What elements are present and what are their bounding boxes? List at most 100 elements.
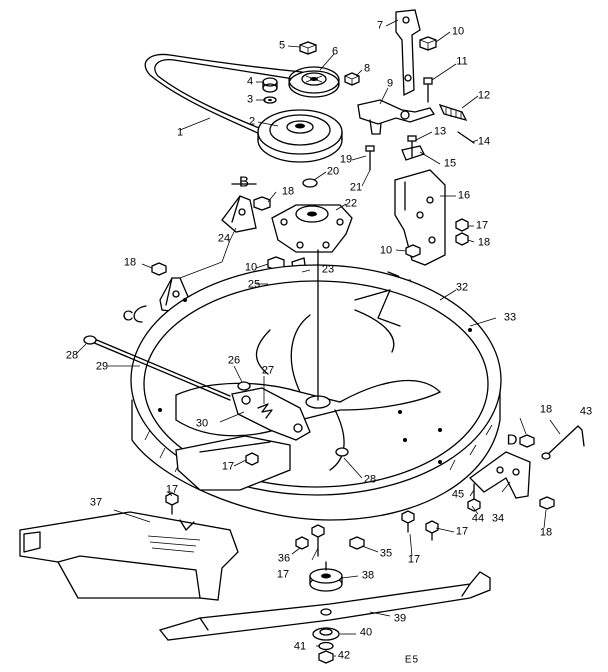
bolt — [165, 492, 179, 515]
part-label-37: 37 — [89, 496, 103, 509]
part-label-38: 38 — [361, 569, 375, 582]
part-label-42: 42 — [337, 649, 351, 662]
bolt — [365, 145, 375, 171]
part-label-18c: 18 — [123, 256, 137, 269]
leader-lines — [75, 19, 561, 657]
part-label-13: 13 — [433, 125, 447, 138]
hex-nut — [455, 232, 469, 246]
spacer-washer — [262, 77, 278, 104]
spindle-housing — [271, 204, 353, 253]
blade-adapter — [309, 561, 343, 592]
hex-nut — [245, 452, 259, 466]
part-label-19: 19 — [339, 153, 353, 166]
part-label-22: 22 — [344, 197, 358, 210]
pivot-bracket — [231, 387, 311, 441]
idler-arm — [357, 99, 436, 135]
washer — [302, 178, 318, 188]
hex-nut — [151, 262, 167, 276]
hex-nut — [539, 496, 555, 510]
drive-belt — [144, 53, 303, 136]
part-label-7: 7 — [376, 19, 384, 32]
part-label-35: 35 — [379, 547, 393, 560]
part-label-26: 26 — [227, 354, 241, 367]
part-label-36: 36 — [277, 552, 291, 565]
part-label-3: 3 — [246, 93, 254, 106]
part-label-20: 20 — [326, 165, 340, 178]
part-label-6: 6 — [331, 45, 339, 58]
part-label-25: 25 — [247, 278, 261, 291]
part-label-34: 34 — [491, 512, 505, 525]
hex-nut — [253, 196, 271, 211]
lift-rod — [83, 335, 231, 401]
part-label-30: 30 — [195, 417, 209, 430]
diagram-code: E5 — [404, 654, 420, 666]
part-label-1: 1 — [176, 126, 184, 139]
part-label-32: 32 — [455, 281, 469, 294]
hex-nut — [299, 41, 317, 55]
rear-deck-bracket — [469, 451, 531, 499]
part-label-23: 23 — [321, 263, 335, 276]
ref-letter-b: B — [238, 173, 250, 191]
idler-spring — [438, 103, 468, 122]
part-label-17d: 17 — [407, 553, 421, 566]
part-label-17b: 17 — [221, 460, 235, 473]
blade-washer — [312, 627, 340, 641]
part-label-18b: 18 — [281, 185, 295, 198]
deck-hanger-bracket — [221, 195, 257, 233]
bolt — [425, 520, 439, 541]
part-label-29: 29 — [95, 360, 109, 373]
part-label-33: 33 — [503, 311, 517, 324]
part-label-10c: 10 — [244, 261, 258, 274]
discharge-chute — [19, 511, 239, 601]
part-label-4: 4 — [246, 75, 254, 88]
part-label-41: 41 — [293, 640, 307, 653]
hex-nut — [467, 498, 481, 512]
part-label-15: 15 — [443, 157, 457, 170]
ref-hook — [133, 305, 147, 323]
bolt — [423, 77, 433, 103]
part-label-17c: 17 — [455, 525, 469, 538]
bolt — [401, 510, 415, 533]
part-label-17f: 17 — [276, 568, 290, 581]
mount-bracket — [395, 9, 421, 97]
blade-bolt — [318, 650, 334, 664]
part-label-12: 12 — [477, 89, 491, 102]
hex-nut — [419, 36, 437, 51]
part-label-10a: 10 — [451, 25, 465, 38]
part-label-40: 40 — [359, 626, 373, 639]
part-label-11: 11 — [456, 55, 468, 68]
part-label-17e: 17 — [165, 483, 179, 496]
lock-washer — [318, 641, 334, 651]
part-label-24: 24 — [217, 232, 231, 245]
part-label-18d: 18 — [539, 403, 553, 416]
part-label-28b: 28 — [363, 473, 377, 486]
part-label-9: 9 — [386, 77, 394, 90]
idler-pulley — [288, 66, 340, 98]
pin — [457, 131, 475, 144]
hex-nut — [349, 536, 365, 550]
part-label-2: 2 — [248, 115, 256, 128]
hex-nut — [344, 72, 360, 86]
part-label-43: 43 — [579, 405, 593, 418]
part-label-18a: 18 — [477, 236, 491, 249]
hex-nut — [455, 218, 469, 232]
bushing — [335, 447, 349, 457]
belt-guard-plate — [394, 169, 446, 266]
bushing — [237, 381, 251, 391]
part-label-44: 44 — [471, 512, 485, 525]
part-label-10b: 10 — [379, 244, 393, 257]
hex-nut — [295, 536, 309, 550]
hex-nut — [405, 244, 421, 258]
bolt — [311, 524, 325, 557]
hex-nut — [519, 434, 535, 448]
mower-deck — [130, 264, 502, 521]
part-label-16: 16 — [457, 189, 471, 202]
part-label-28a: 28 — [65, 349, 79, 362]
part-label-18e: 18 — [539, 526, 553, 539]
ref-letter-d: D — [506, 431, 518, 449]
part-label-14: 14 — [477, 135, 491, 148]
cutting-blade — [158, 571, 491, 641]
part-label-8: 8 — [363, 62, 371, 75]
engine-pulley — [257, 109, 343, 163]
